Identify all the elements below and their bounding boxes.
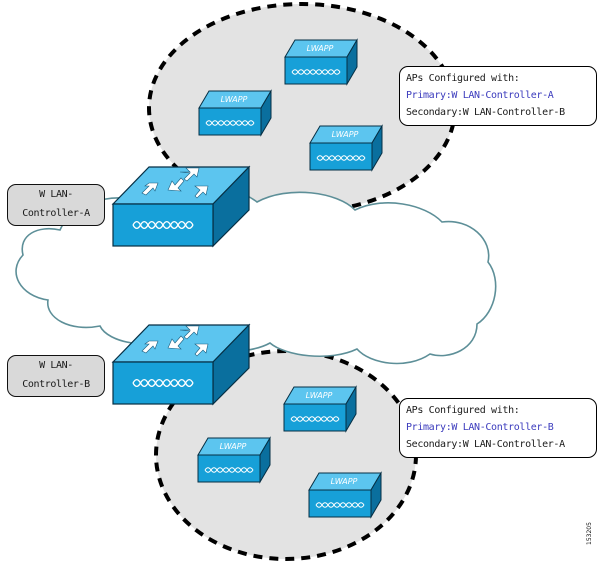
controller-a-label: W LAN- Controller-A (7, 184, 105, 226)
ap-label: LWAPP (307, 44, 334, 53)
callout-primary: Primary:W LAN-Controller-B (406, 422, 554, 433)
figure-id: 153205 (586, 522, 593, 545)
ap-label: LWAPP (331, 477, 358, 486)
bottom-ap-config-callout: APs Configured with: Primary:W LAN-Contr… (399, 398, 597, 458)
access-point: LWAPP (283, 385, 357, 433)
controller-b-device (111, 323, 251, 406)
ap-label: LWAPP (220, 442, 247, 451)
callout-primary: Primary:W LAN-Controller-A (406, 90, 554, 101)
access-point: LWAPP (284, 38, 358, 86)
callout-heading: APs Configured with: (406, 73, 520, 84)
callout-secondary: Secondary:W LAN-Controller-A (406, 439, 565, 450)
controller-b-label-line1: W LAN- (39, 360, 73, 371)
access-point: LWAPP (198, 89, 272, 137)
ap-label: LWAPP (332, 130, 359, 139)
callout-heading: APs Configured with: (406, 405, 520, 416)
controller-a-label-line1: W LAN- (39, 189, 73, 200)
ap-label: LWAPP (306, 391, 333, 400)
ap-label: LWAPP (221, 95, 248, 104)
callout-secondary: Secondary:W LAN-Controller-B (406, 107, 565, 118)
controller-b-label: W LAN- Controller-B (7, 355, 105, 397)
controller-b-label-line2: Controller-B (22, 379, 90, 390)
controller-a-device (111, 165, 251, 248)
controller-a-label-line2: Controller-A (22, 208, 90, 219)
access-point: LWAPP (308, 471, 382, 519)
access-point: LWAPP (197, 436, 271, 484)
top-ap-config-callout: APs Configured with: Primary:W LAN-Contr… (399, 66, 597, 126)
access-point: LWAPP (309, 124, 383, 172)
